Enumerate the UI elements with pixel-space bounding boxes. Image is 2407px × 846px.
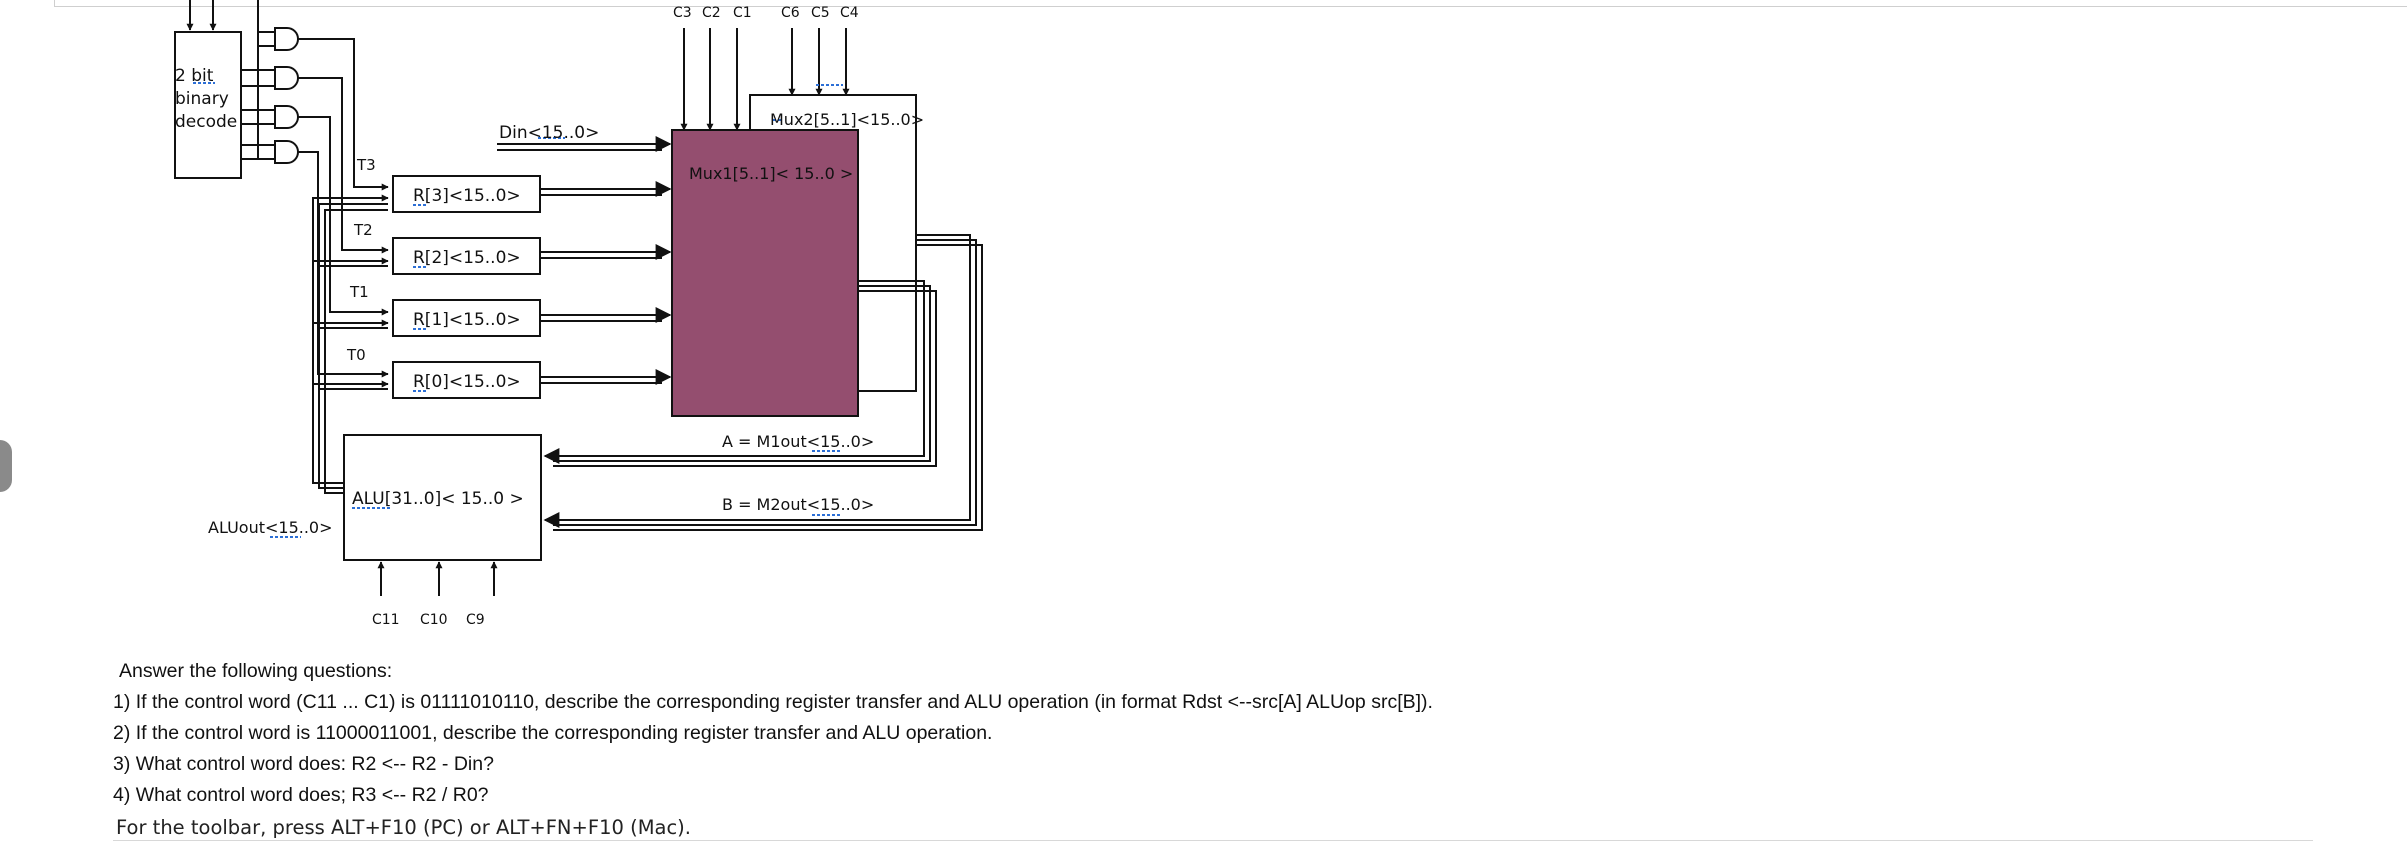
control-c6: C6 <box>781 5 800 21</box>
mux1-label: Mux1[5..1]< 15..0 > <box>689 164 853 183</box>
mux1-box <box>671 129 859 417</box>
control-c11: C11 <box>372 612 400 628</box>
alu-box <box>343 434 542 561</box>
decoder-label-line-1: 2 bit <box>175 66 214 86</box>
side-panel-handle[interactable] <box>0 440 12 492</box>
register-r2-box <box>392 237 541 275</box>
control-c9: C9 <box>466 612 485 628</box>
question-4: 4) What control word does; R3 <-- R2 / R… <box>113 784 489 806</box>
editor-frame-top <box>54 0 2407 7</box>
register-r0-label: R[0]<15..0> <box>413 372 521 392</box>
decoder-label-line-3: decode <box>175 112 237 132</box>
alu-out-label: ALUout<15..0> <box>208 518 333 537</box>
register-to-mux-buses <box>540 181 672 385</box>
tag-t3: T3 <box>356 156 376 174</box>
register-r1-label: R[1]<15..0> <box>413 310 521 330</box>
editor-bottom-rule <box>113 840 2313 842</box>
alu-label: ALU[31..0]< 15..0 > <box>352 489 524 509</box>
bus-b <box>543 234 983 531</box>
control-c10: C10 <box>420 612 448 628</box>
binary-decoder-box <box>174 31 242 179</box>
tag-t1: T1 <box>349 283 369 301</box>
questions-intro: Answer the following questions: <box>119 660 393 682</box>
question-1: 1) If the control word (C11 ... C1) is 0… <box>113 691 1433 713</box>
control-c2: C2 <box>702 5 721 21</box>
bus-a-label: A = M1out<15..0> <box>722 432 874 451</box>
bus-b-label: B = M2out<15..0> <box>722 495 874 514</box>
alu-output-bus <box>312 194 389 494</box>
decoder-label-line-2: binary <box>175 89 229 109</box>
toolbar-hint: For the toolbar, press ALT+F10 (PC) or A… <box>116 816 691 839</box>
control-c5: C5 <box>811 5 830 21</box>
control-c4: C4 <box>840 5 859 21</box>
register-r2-label: R[2]<15..0> <box>413 248 521 268</box>
question-3: 3) What control word does: R2 <-- R2 - D… <box>113 753 494 775</box>
din-label: Din<15..0> <box>499 123 599 143</box>
register-r3-label: R[3]<15..0> <box>413 186 521 206</box>
control-c1: C1 <box>733 5 752 21</box>
register-r0-box <box>392 361 541 399</box>
tag-t2: T2 <box>353 221 373 239</box>
mux2-label: Mux2[5..1]<15..0> <box>770 110 924 129</box>
questions-block: Answer the following questions: 1) If th… <box>113 656 2313 811</box>
datapath-diagram: 2 bit binary decode Din<15..0> T3 T2 T1 … <box>174 0 983 628</box>
control-c3: C3 <box>673 5 692 21</box>
register-r1-box <box>392 299 541 337</box>
and-gates <box>241 27 299 164</box>
tag-t0: T0 <box>346 346 366 364</box>
question-2: 2) If the control word is 11000011001, d… <box>113 722 993 744</box>
